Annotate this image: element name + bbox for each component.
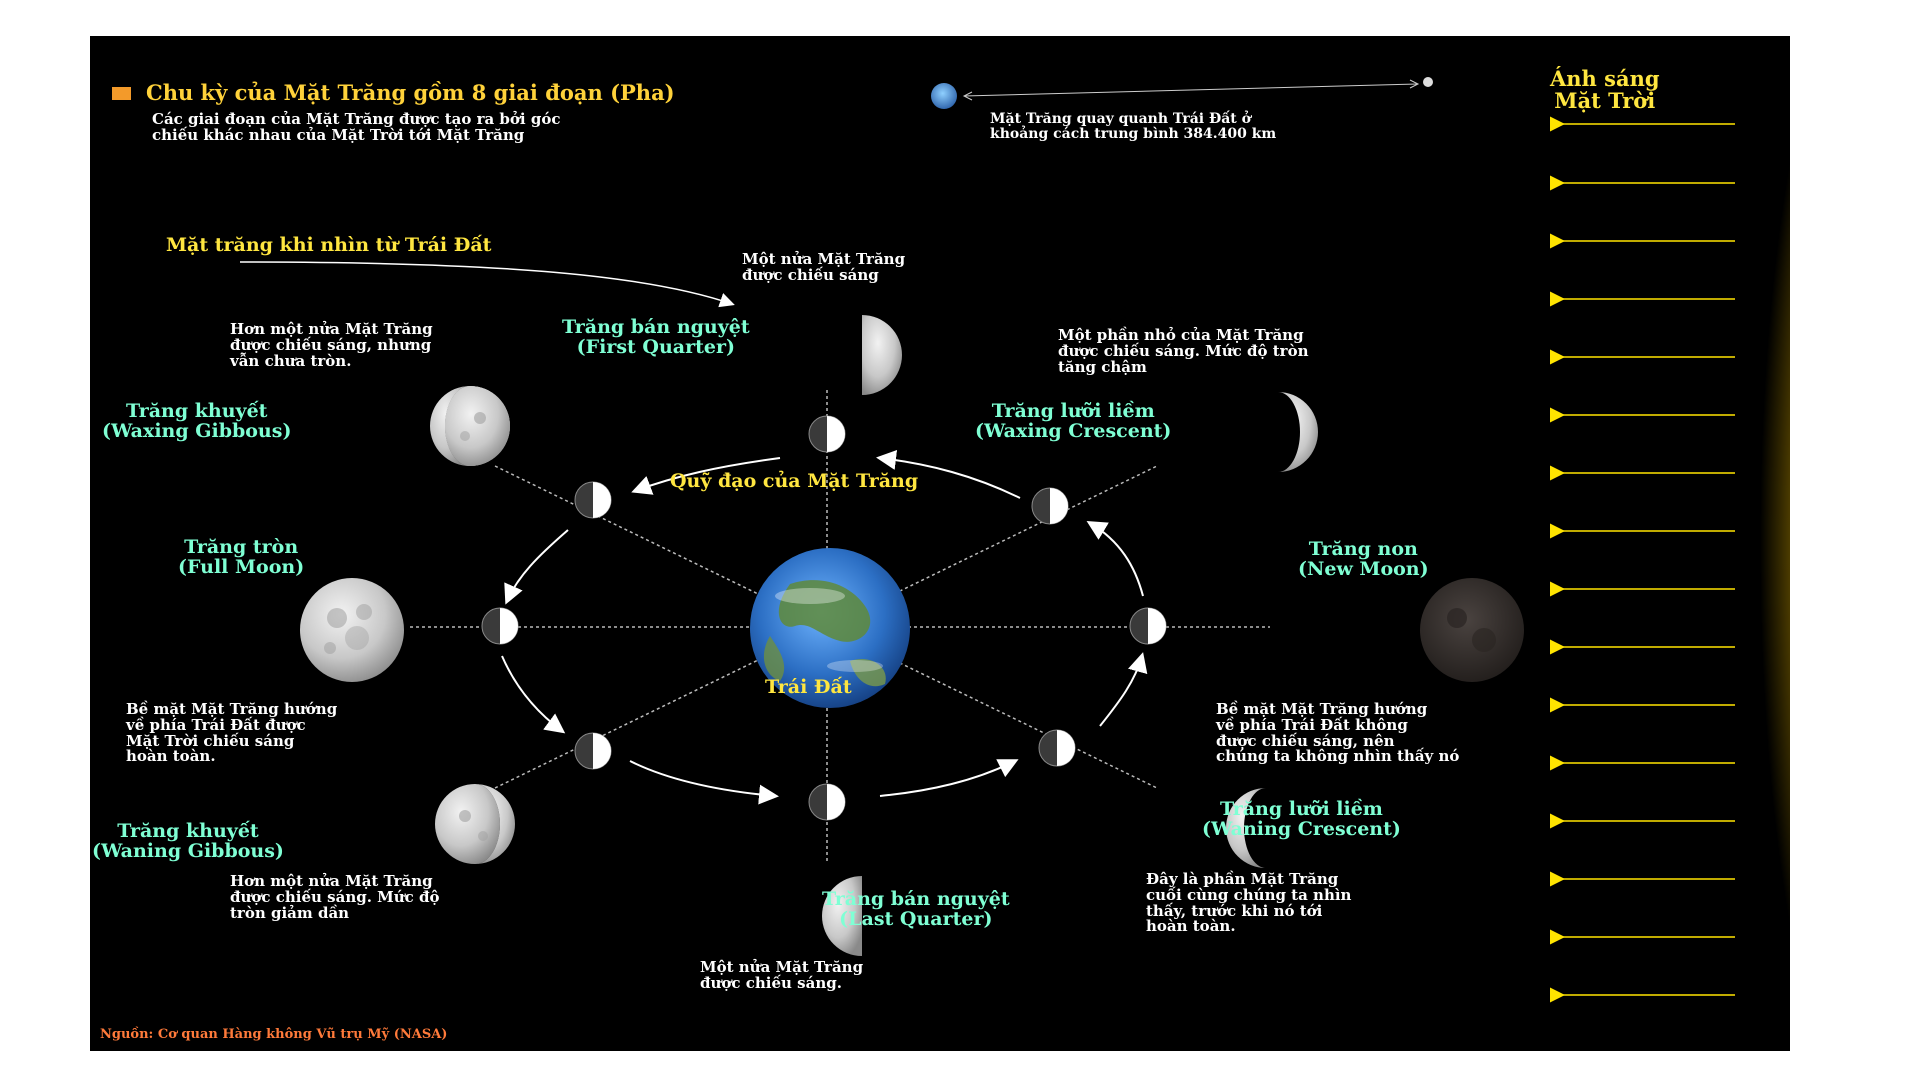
view-from-earth-label: Mặt trăng khi nhìn từ Trái Đất [166,234,492,256]
waning-crescent-label: Trăng lưỡi liềm (Waning Crescent) [1202,798,1401,840]
first-quarter-moon-icon [862,315,902,395]
source-credit: Nguồn: Cơ quan Hàng không Vũ trụ Mỹ (NAS… [100,1027,448,1042]
moon-phase-diagram: Chu kỳ của Mặt Trăng gồm 8 giai đoạn (Ph… [90,36,1790,1051]
sunlight-label: Ánh sáng Mặt Trời [1550,66,1660,114]
first-quarter-desc: Một nửa Mặt Trăng được chiếu sáng [742,250,906,284]
sunlight-arrows [1550,116,1735,1003]
last-quarter-moon-icon [822,876,862,956]
sun-glow [1760,36,1790,1051]
earth-label: Trái Đất [765,676,852,698]
full-moon-label: Trăng tròn (Full Moon) [178,536,305,578]
waxing-crescent-moon-icon [1278,392,1318,472]
small-moon-icon [1423,77,1433,87]
orbit-label: Quỹ đạo của Mặt Trăng [670,470,919,492]
waning-gibbous-label: Trăng khuyết (Waning Gibbous) [92,820,284,862]
waning-gibbous-moon-icon [435,784,515,864]
page-title: Chu kỳ của Mặt Trăng gồm 8 giai đoạn (Ph… [146,80,675,105]
waxing-gibbous-label: Trăng khuyết (Waxing Gibbous) [102,400,292,442]
waxing-gibbous-moon-icon [430,386,510,466]
last-quarter-desc: Một nửa Mặt Trăng được chiếu sáng. [700,958,864,992]
small-earth-icon [931,83,957,109]
waxing-crescent-label: Trăng lưỡi liềm (Waxing Crescent) [975,400,1172,442]
first-quarter-label: Trăng bán nguyệt (First Quarter) [562,316,750,358]
full-moon-icon [300,578,404,682]
distance-line [963,83,1419,97]
full-moon-desc: Bề mặt Mặt Trăng hướng về phía Trái Đất … [126,700,338,766]
last-quarter-label: Trăng bán nguyệt (Last Quarter) [822,888,1010,930]
orbit-arrows [501,449,1148,805]
distance-note: Mặt Trăng quay quanh Trái Đất ở khoảng c… [990,111,1277,142]
view-pointer-arrow [239,261,735,308]
waning-gibbous-desc: Hơn một nửa Mặt Trăng được chiếu sáng. M… [230,872,440,922]
waning-crescent-moon-icon [1226,788,1266,868]
waning-crescent-desc: Đây là phần Mặt Trăng cuối cùng chúng ta… [1146,870,1352,936]
new-moon-desc: Bề mặt Mặt Trăng hướng về phía Trái Đất … [1216,700,1460,766]
orbit-moons [481,415,1167,821]
legend-square [112,87,131,100]
waxing-gibbous-desc: Hơn một nửa Mặt Trăng được chiếu sáng, n… [230,320,433,370]
waxing-crescent-desc: Một phần nhỏ của Mặt Trăng được chiếu sá… [1058,326,1309,376]
page-subtitle: Các giai đoạn của Mặt Trăng được tạo ra … [152,110,561,144]
new-moon-label: Trăng non (New Moon) [1298,538,1429,580]
diagram-graphics [112,77,1735,1003]
earth-icon [750,548,910,708]
new-moon-icon [1420,578,1524,682]
